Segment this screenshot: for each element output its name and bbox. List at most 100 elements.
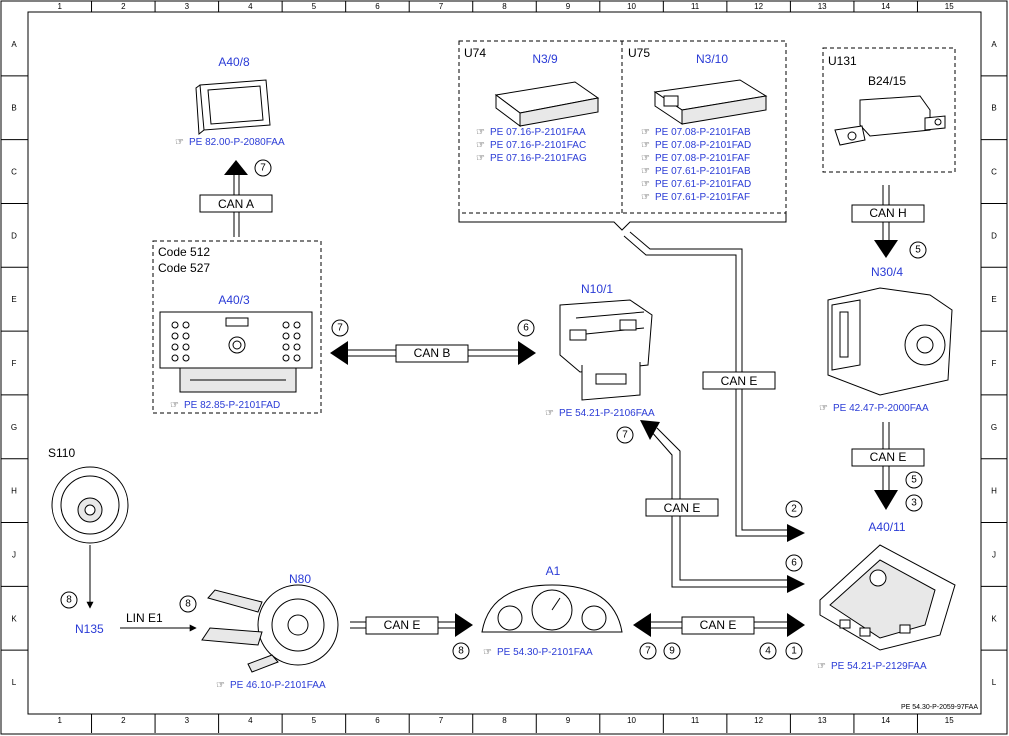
marker-4: 4 xyxy=(765,646,771,657)
svg-text:☞: ☞ xyxy=(476,153,485,164)
marker-5: 5 xyxy=(911,475,917,486)
grid-column-label: 2 xyxy=(121,2,126,11)
a40-8-label: A40/8 xyxy=(218,55,250,69)
grid-row-label: D xyxy=(11,231,17,240)
grid-row-label: L xyxy=(12,678,17,687)
marker-1: 1 xyxy=(791,646,797,657)
svg-text:PE 07.61-P-2101FAB: PE 07.61-P-2101FAB xyxy=(655,166,751,177)
svg-text:PE 42.47-P-2000FAA: PE 42.47-P-2000FAA xyxy=(833,403,929,414)
grid-column-label: 11 xyxy=(691,716,700,725)
bus-can-e-top: CAN E xyxy=(721,374,758,388)
u75-refs: ☞ PE 07.08-P-2101FAB ☞ PE 07.08-P-2101FA… xyxy=(641,127,751,203)
bus-can-a: CAN A xyxy=(218,197,254,211)
bus-can-h: CAN H xyxy=(869,206,906,220)
pointer-icon: ☞ xyxy=(216,680,225,691)
code-512: Code 512 xyxy=(158,245,210,259)
grid-column-label: 8 xyxy=(502,2,507,11)
grid-row-label: E xyxy=(991,295,996,304)
a40-11-camera-module-icon xyxy=(819,544,956,651)
marker-9: 9 xyxy=(669,646,675,657)
footer-code: PE 54.30-P-2059-97FAA xyxy=(901,704,978,711)
n80-label: N80 xyxy=(289,572,311,586)
n30-4-abs-unit-icon xyxy=(827,287,953,396)
bus-can-e-n80: CAN E xyxy=(384,618,421,632)
marker-8: 8 xyxy=(185,599,191,610)
a40-3-head-unit-icon xyxy=(159,311,313,393)
pointer-icon: ☞ xyxy=(545,408,554,419)
grid-column-label: 14 xyxy=(881,2,890,11)
grid-column-label: 5 xyxy=(312,716,317,725)
svg-text:☞: ☞ xyxy=(641,166,650,177)
svg-text:PE 07.16-P-2101FAG: PE 07.16-P-2101FAG xyxy=(490,153,587,164)
marker-7: 7 xyxy=(622,430,628,441)
s110-steering-wheel-icon xyxy=(51,466,129,544)
grid-column-label: 1 xyxy=(58,2,63,11)
n80-steering-column-module-icon xyxy=(201,584,339,673)
a1-ref: ☞ PE 54.30-P-2101FAA xyxy=(483,647,593,658)
marker-8: 8 xyxy=(66,595,72,606)
grid-column-label: 7 xyxy=(439,2,444,11)
grid-column-label: 13 xyxy=(818,716,827,725)
grid-row-label: G xyxy=(11,423,17,432)
grid-row-label: H xyxy=(11,487,17,496)
a1-label: A1 xyxy=(546,564,561,578)
grid-column-label: 12 xyxy=(754,2,763,11)
marker-5: 5 xyxy=(915,245,921,256)
n10-1-sam-module-icon xyxy=(559,299,653,401)
grid-column-label: 6 xyxy=(375,2,380,11)
grid-row-label: B xyxy=(11,104,16,113)
grid-column-label: 8 xyxy=(502,716,507,725)
grid-row-label: J xyxy=(992,550,996,559)
a40-3-ref: ☞ PE 82.85-P-2101FAD xyxy=(170,400,280,411)
grid-row-label: F xyxy=(12,359,17,368)
marker-7: 7 xyxy=(645,646,651,657)
marker-7: 7 xyxy=(260,163,266,174)
a40-3-label: A40/3 xyxy=(218,293,250,307)
b24-15-label: B24/15 xyxy=(868,74,906,88)
svg-text:PE 07.08-P-2101FAD: PE 07.08-P-2101FAD xyxy=(655,140,751,151)
a40-11-ref: ☞ PE 54.21-P-2129FAA xyxy=(817,661,927,672)
u131-box xyxy=(822,47,956,173)
grid-column-label: 9 xyxy=(566,716,571,725)
grid-row-label: D xyxy=(991,231,997,240)
grid-column-label: 14 xyxy=(881,716,890,725)
grid-column-label: 12 xyxy=(754,716,763,725)
n30-4-label: N30/4 xyxy=(871,265,903,279)
u74-label: U74 xyxy=(464,46,486,60)
svg-text:☞: ☞ xyxy=(641,179,650,190)
n30-4-ref: ☞ PE 42.47-P-2000FAA xyxy=(819,403,929,414)
u131-label: U131 xyxy=(828,54,857,68)
u74-refs: ☞ PE 07.16-P-2101FAA ☞ PE 07.16-P-2101FA… xyxy=(476,127,587,164)
n3-9-label: N3/9 xyxy=(532,52,558,66)
grid-column-label: 15 xyxy=(945,2,954,11)
marker-2: 2 xyxy=(791,504,797,515)
grid-row-label: C xyxy=(11,168,17,177)
a1-instrument-cluster-icon xyxy=(481,584,623,633)
n3-9-ecu-icon xyxy=(494,81,600,127)
svg-text:PE 54.30-P-2101FAA: PE 54.30-P-2101FAA xyxy=(497,647,593,658)
grid-column-label: 4 xyxy=(248,2,253,11)
svg-text:☞: ☞ xyxy=(641,140,650,151)
svg-text:PE 82.00-P-2080FAA: PE 82.00-P-2080FAA xyxy=(189,137,285,148)
a40-8-ref: ☞ PE 82.00-P-2080FAA xyxy=(175,137,285,148)
svg-text:☞: ☞ xyxy=(641,127,650,138)
code-527: Code 527 xyxy=(158,261,210,275)
grid-column-label: 2 xyxy=(121,716,126,725)
marker-6: 6 xyxy=(523,323,529,334)
a40-3-option-box xyxy=(152,240,322,414)
svg-text:PE 07.16-P-2101FAA: PE 07.16-P-2101FAA xyxy=(490,127,586,138)
inner-frame xyxy=(27,11,982,715)
bus-can-e-mid: CAN E xyxy=(664,501,701,515)
grid-column-label: 7 xyxy=(439,716,444,725)
grid-row-label: F xyxy=(992,359,997,368)
grid-column-label: 6 xyxy=(375,716,380,725)
n3-10-label: N3/10 xyxy=(696,52,728,66)
bus-can-e-a1: CAN E xyxy=(700,618,737,632)
grid-row-label: K xyxy=(991,614,997,623)
a40-11-label: A40/11 xyxy=(868,520,905,534)
grid-row-label: E xyxy=(11,295,16,304)
svg-text:☞: ☞ xyxy=(476,127,485,138)
svg-text:PE 54.21-P-2106FAA: PE 54.21-P-2106FAA xyxy=(559,408,655,419)
